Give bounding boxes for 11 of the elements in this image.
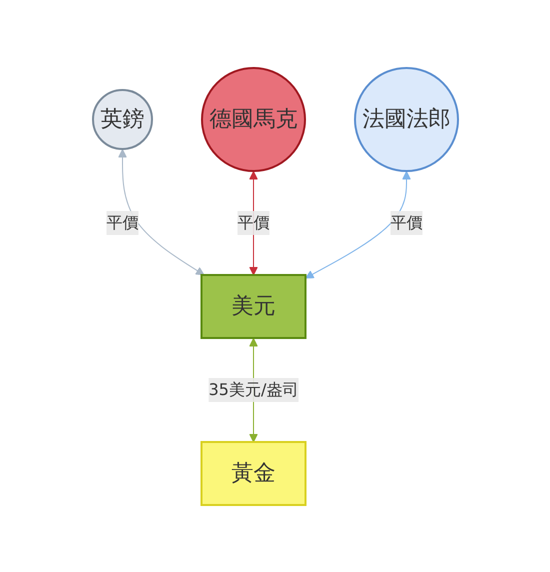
arrow [304, 170, 410, 278]
node-circle: 德國馬克 [200, 66, 306, 172]
edge-label: 平價 [106, 212, 138, 232]
node-circle: 法國法郎 [354, 66, 458, 172]
arrow [118, 148, 204, 275]
node-box: 美元 [200, 274, 306, 338]
node-box: 黃金 [200, 440, 306, 506]
node-circle: 英鎊 [92, 88, 152, 150]
edge-label: 平價 [237, 212, 269, 232]
edge-label: 35美元/盎司 [208, 380, 298, 398]
edge-label: 平價 [390, 212, 422, 232]
